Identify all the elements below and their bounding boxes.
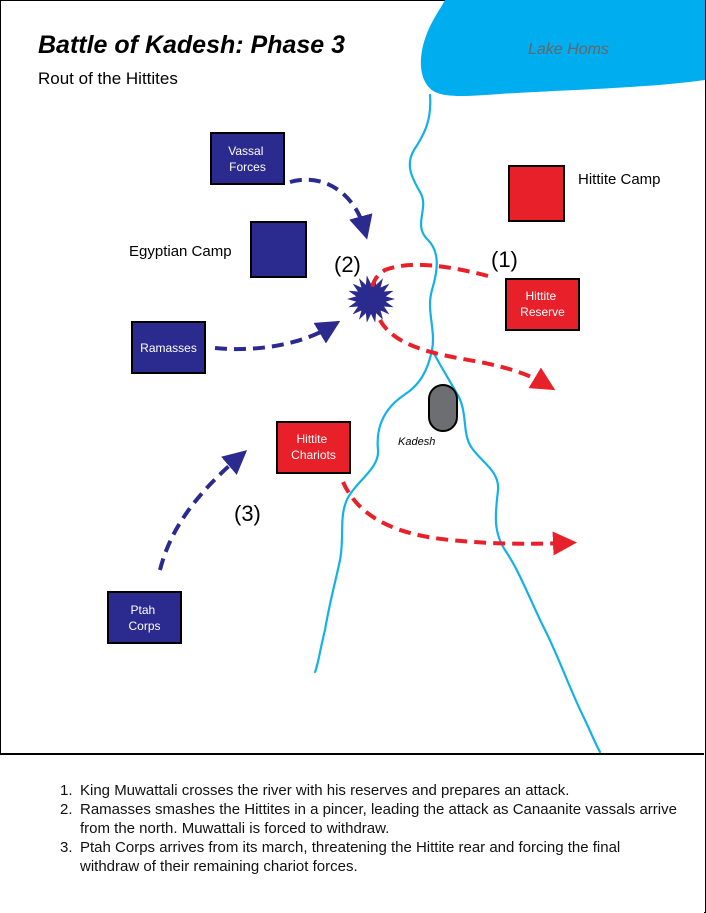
battle-map: Lake Homs Kadesh Egyptian Camp Hittite C… [38,0,705,753]
hittite-camp [508,165,565,222]
note-text: Ramasses smashes the Hittites in a pince… [80,801,677,837]
unit-label-line: Hittite [525,289,556,303]
svg-text:Hittite Chariots: Hittite Chariots [291,432,336,462]
hittite-camp-label: Hittite Camp [578,171,661,188]
map-title: Battle of Kadesh: Phase 3 [38,31,345,59]
arrow-vassal-advance [289,177,373,240]
kadesh-label: Kadesh [398,436,435,448]
unit-label-line: Reserve [520,305,565,319]
unit-label-line: Ramasses [140,341,197,355]
note-number: 1. [60,782,73,799]
unit-label-line: Ptah [130,603,155,617]
battle-burst-icon [347,275,395,323]
egyptian-camp-label: Egyptian Camp [129,243,232,260]
unit-ramasses: Ramasses [131,321,206,374]
note-number: 2. [60,801,73,818]
svg-text:Vassal Forces: Vassal Forces [228,144,266,174]
unit-hittite-reserve: Hittite Reserve [505,278,580,331]
notes-panel: 1. King Muwattali crosses the river with… [0,753,704,913]
note-number: 3. [60,839,73,856]
phase-marker-3: (3) [234,501,261,526]
arrow-chariots-withdrawal [341,481,577,556]
unit-label-line: Hittite [296,432,327,446]
kadesh-city [428,384,458,432]
note-item: 3. Ptah Corps arrives from its march, th… [60,838,680,876]
note-text: King Muwattali crosses the river with hi… [80,782,570,799]
unit-ptah-corps: Ptah Corps [107,591,182,644]
unit-label-line: Vassal [228,144,263,158]
svg-text:Ptah Corps: Ptah Corps [128,603,160,633]
arrow-ramasses-advance [214,320,341,352]
unit-vassal-forces: Vassal Forces [210,132,285,185]
map-subtitle: Rout of the Hittites [38,69,178,88]
river-west [313,93,438,674]
unit-label-line: Corps [128,619,160,633]
unit-label-line: Chariots [291,448,336,462]
lake-label: Lake Homs [528,41,609,58]
unit-label-line: Forces [229,160,266,174]
arrow-hittite-withdrawal [378,318,556,391]
arrow-ptah-advance [158,450,248,571]
lake-homs [420,0,705,96]
river-east [430,348,602,753]
notes-list: 1. King Muwattali crosses the river with… [60,781,680,876]
unit-hittite-chariots: Hittite Chariots [276,421,351,474]
arrow-hittite-reserve-crossing [370,262,489,291]
egyptian-camp [250,221,307,278]
svg-text:Hittite Reserve: Hittite Reserve [520,289,565,319]
phase-marker-1: (1) [491,247,518,272]
note-item: 2. Ramasses smashes the Hittites in a pi… [60,800,680,838]
note-text: Ptah Corps arrives from its march, threa… [80,839,621,875]
note-item: 1. King Muwattali crosses the river with… [60,781,680,800]
phase-marker-2: (2) [334,252,361,277]
